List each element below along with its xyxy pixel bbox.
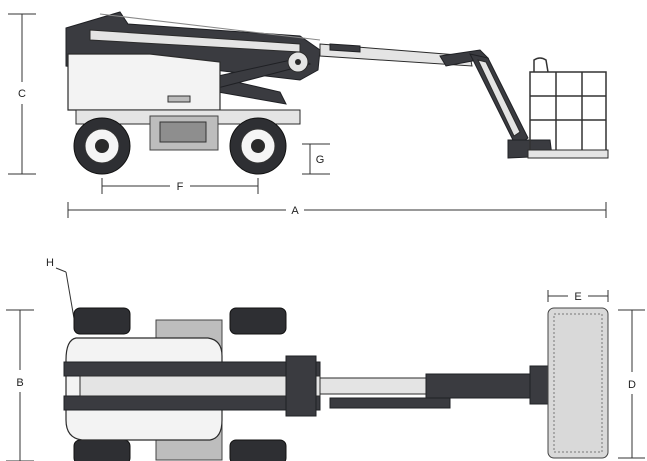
chassis [67, 53, 301, 151]
dimension-f-label: F [177, 181, 184, 193]
top-view: H B [6, 257, 645, 461]
side-wheels [73, 117, 287, 175]
dimension-c: C [8, 13, 36, 175]
dimension-b-label: B [16, 377, 23, 389]
boom-top [63, 355, 551, 417]
top-wheels [73, 307, 287, 461]
dimension-g-label: G [316, 154, 325, 166]
platform-top [547, 307, 609, 459]
dimension-h: H [46, 257, 77, 331]
side-view: C [8, 11, 609, 218]
dimension-f: F [101, 178, 259, 194]
dimension-e: E [547, 290, 609, 303]
jib-arm [469, 53, 553, 159]
dimension-a: A [67, 202, 607, 218]
platform-basket [527, 57, 609, 159]
telescopic-boom [319, 43, 490, 67]
dimension-d-label: D [628, 379, 636, 391]
dimension-e-label: E [574, 291, 581, 303]
dimension-b: B [6, 309, 34, 461]
dimension-d: D [618, 309, 645, 459]
dimension-g: G [302, 143, 330, 175]
main-boom [65, 11, 321, 105]
dimension-h-label: H [46, 257, 54, 269]
dimension-c-label: C [18, 88, 26, 100]
dimension-a-label: A [291, 205, 299, 217]
